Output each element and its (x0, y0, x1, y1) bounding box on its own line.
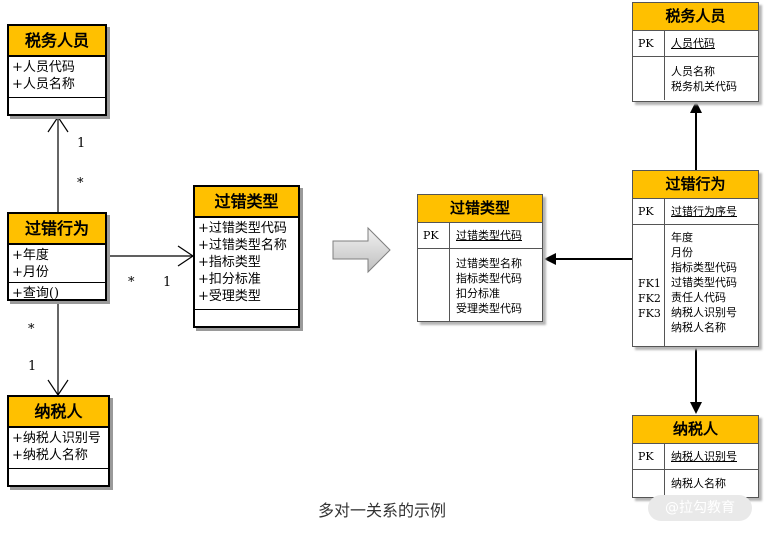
er-table-violation: 过错行为 PK 过错行为序号 FK1 FK2 FK3 年度 月份 指标类型代码 … (632, 170, 759, 347)
er-fk-taxpayer (690, 347, 702, 414)
field-row: 纳税人名称 (633, 470, 758, 498)
field: 纳税人名称 (671, 321, 726, 334)
field-list: 人员名称 税务机关代码 (665, 57, 758, 100)
pk-label: PK (633, 444, 665, 469)
mult-type-one: 1 (163, 275, 172, 290)
class-title: 纳税人 (9, 397, 108, 428)
field-row: FK1 FK2 FK3 年度 月份 指标类型代码 过错类型代码 责任人代码 纳税… (633, 225, 758, 346)
class-title: 过错类型 (195, 187, 298, 218)
uml-assoc-officer (47, 115, 69, 212)
attribute: +年度 (12, 248, 49, 263)
mult-type-many: * (128, 275, 135, 290)
field: 过错类型代码 (671, 276, 737, 289)
mult-taxpayer-many: * (28, 322, 35, 337)
mult-officer-one: 1 (77, 136, 86, 151)
field: 扣分标准 (456, 287, 500, 300)
pk-row: PK 纳税人识别号 (633, 444, 758, 470)
class-attributes: +人员代码 +人员名称 (9, 57, 105, 98)
attribute: +指标类型 (198, 255, 261, 270)
fk-label: FK1 (638, 277, 661, 290)
field: 纳税人识别号 (671, 306, 737, 319)
pk-row: PK 人员代码 (633, 31, 758, 57)
field: 受理类型代码 (456, 302, 522, 315)
field-row: 过错类型名称 指标类型代码 扣分标准 受理类型代码 (418, 249, 542, 322)
key-column (633, 470, 665, 498)
attribute: +受理类型 (198, 289, 261, 304)
field: 指标类型代码 (456, 272, 522, 285)
class-title: 过错行为 (9, 214, 105, 245)
fk-labels: FK1 FK2 FK3 (633, 225, 665, 346)
class-attributes: +过错类型代码 +过错类型名称 +指标类型 +扣分标准 +受理类型 (195, 218, 298, 310)
pk-row: PK 过错行为序号 (633, 199, 758, 225)
table-title: 税务人员 (633, 3, 758, 31)
figure-caption: 多对一关系的示例 (317, 501, 446, 520)
table-title: 过错行为 (633, 171, 758, 199)
class-attributes: +纳税人识别号 +纳税人名称 (9, 428, 108, 469)
fk-label: FK3 (638, 307, 661, 320)
pk-field: 纳税人识别号 (671, 450, 737, 463)
er-table-taxpayer: 纳税人 PK 纳税人识别号 纳税人名称 (632, 415, 759, 498)
pk-field: 人员代码 (671, 37, 715, 50)
mult-taxpayer-one: 1 (28, 359, 37, 374)
key-column (418, 249, 450, 322)
attribute: +纳税人识别号 (12, 431, 101, 446)
field: 税务机关代码 (671, 80, 737, 93)
key-column (633, 57, 665, 100)
class-methods (9, 98, 105, 116)
class-attributes: +年度 +月份 (9, 245, 105, 283)
pk-row: PK 过错类型代码 (418, 223, 542, 249)
pk-field: 过错行为序号 (671, 205, 737, 218)
fk-label: FK2 (638, 292, 661, 305)
attribute: +人员代码 (12, 60, 75, 75)
er-table-error-type: 过错类型 PK 过错类型代码 过错类型名称 指标类型代码 扣分标准 受理类型代码 (417, 194, 543, 322)
class-title: 税务人员 (9, 26, 105, 57)
field: 过错类型名称 (456, 257, 522, 270)
pk-label: PK (633, 31, 665, 56)
transform-arrow-icon (332, 226, 391, 274)
class-methods: +查询() (9, 283, 105, 301)
mult-officer-many: * (77, 176, 84, 191)
er-table-tax-officer: 税务人员 PK 人员代码 人员名称 税务机关代码 (632, 2, 759, 102)
uml-class-error-type: 过错类型 +过错类型代码 +过错类型名称 +指标类型 +扣分标准 +受理类型 (193, 185, 300, 328)
pk-label: PK (633, 199, 665, 224)
method: +查询() (12, 286, 60, 301)
table-title: 过错类型 (418, 195, 542, 223)
attribute: +月份 (12, 265, 49, 280)
uml-class-tax-officer: 税务人员 +人员代码 +人员名称 (7, 24, 107, 116)
watermark: @拉勾教育 (648, 495, 752, 521)
attribute: +过错类型代码 (198, 221, 287, 236)
attribute: +人员名称 (12, 77, 75, 92)
field: 指标类型代码 (671, 261, 737, 274)
uml-class-taxpayer: 纳税人 +纳税人识别号 +纳税人名称 (7, 395, 110, 487)
field-list: 过错类型名称 指标类型代码 扣分标准 受理类型代码 (450, 249, 542, 322)
attribute: +过错类型名称 (198, 238, 287, 253)
field-list: 纳税人名称 (665, 470, 758, 498)
field: 责任人代码 (671, 291, 726, 304)
field: 年度 (671, 231, 693, 244)
field-row: 人员名称 税务机关代码 (633, 57, 758, 100)
class-methods (9, 469, 108, 487)
uml-class-violation: 过错行为 +年度 +月份 +查询() (7, 212, 107, 301)
field: 纳税人名称 (671, 477, 726, 490)
attribute: +扣分标准 (198, 272, 261, 287)
pk-field: 过错类型代码 (456, 229, 522, 242)
class-methods (195, 310, 298, 328)
attribute: +纳税人名称 (12, 448, 88, 463)
field: 人员名称 (671, 65, 715, 78)
er-fk-error-type (544, 253, 632, 265)
er-fk-officer (690, 101, 702, 170)
field-list: 年度 月份 指标类型代码 过错类型代码 责任人代码 纳税人识别号 纳税人名称 (665, 225, 758, 346)
uml-assoc-error-type (107, 245, 195, 267)
uml-assoc-taxpayer (47, 301, 69, 397)
table-title: 纳税人 (633, 416, 758, 444)
pk-label: PK (418, 223, 450, 248)
field: 月份 (671, 246, 693, 259)
